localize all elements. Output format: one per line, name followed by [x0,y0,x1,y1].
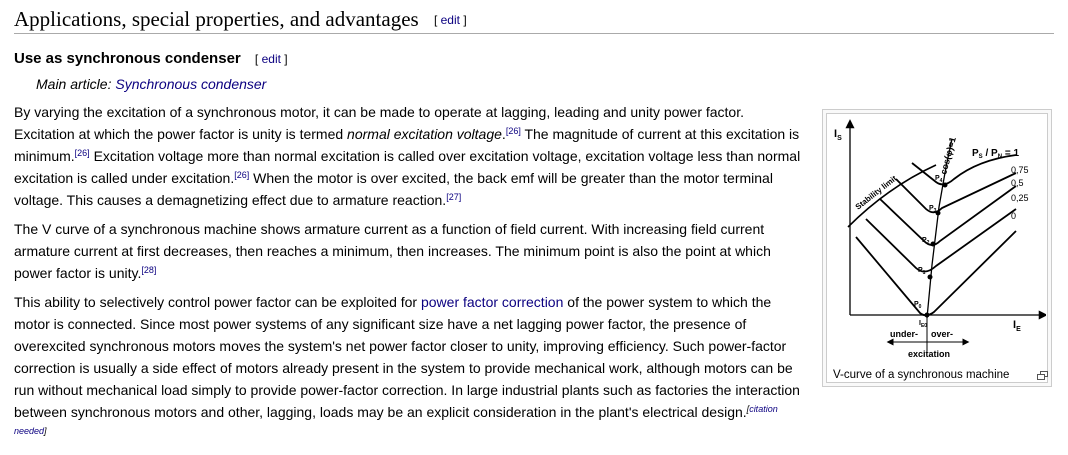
subsection-edit-link-wrapper: [ edit ] [254,52,288,66]
point-label-p3: P3 [929,205,937,214]
section-edit-link[interactable]: edit [440,13,460,27]
p3-text-1: This ability to selectively control powe… [14,294,421,310]
p1-text-1-end: . [501,126,506,142]
point-p3 [935,210,941,216]
p2-text: The V curve of a synchronous machine sho… [14,221,771,281]
figure-caption: V-curve of a synchronous machine [833,369,1010,381]
point-label-p2: P2 [922,237,930,246]
paragraph-1: By varying the excitation of a synchrono… [14,101,804,211]
point-p2 [930,241,936,247]
section-title: Applications, special properties, and ad… [14,7,419,31]
citation-needed-link[interactable]: citation needed [14,404,778,436]
unity-pf-label: cos(φ)=1 [938,136,958,175]
y-axis-label: IS [834,128,842,142]
citation-link[interactable]: [28] [141,265,157,275]
stability-limit-label: Stability limit [854,174,899,212]
curve-label-05: 0,5 [1011,178,1024,188]
curve-label-075: 0,75 [1011,165,1029,175]
hatnote: Main article: Synchronous condenser [36,75,266,93]
paragraph-2: The V curve of a synchronous machine sho… [14,218,804,284]
unity-pf-line [926,138,953,319]
section-edit-link-wrapper: [ edit ] [433,13,467,27]
excitation-label: excitation [908,349,950,359]
p1-text-1: By varying the excitation of a synchrono… [14,104,744,142]
subsection-title: Use as synchronous condenser [14,50,241,67]
paragraph-3: This ability to selectively control powe… [14,291,804,445]
p1-text-4: When the motor is over excited, the back… [14,170,773,208]
citation-link[interactable]: [26] [74,148,90,158]
point-label-p1: P1 [918,267,926,276]
curve-pn-075 [895,172,1017,214]
p1-text-2: The magnitude of current at this excitat… [14,126,800,164]
point-label-p4: P4 [935,175,943,184]
p3-text-2: of the power system to which the motor i… [14,294,800,420]
figure-thumbnail: IS IE P4 P3 P2 P1 P0 Stability limit cos… [822,109,1052,387]
p1-italic-term: normal excitation voltage [347,126,502,142]
subsection-edit-link[interactable]: edit [261,52,281,66]
section-heading: Applications, special properties, and ad… [14,6,1054,34]
p1-text-3: Excitation voltage more than normal exci… [14,148,801,186]
stability-limit-line [847,164,937,228]
point-label-p0: P0 [914,301,922,310]
v-curve-diagram[interactable]: IS IE P4 P3 P2 P1 P0 Stability limit cos… [828,115,1046,363]
figure-frame: IS IE P4 P3 P2 P1 P0 Stability limit cos… [826,113,1048,383]
hatnote-link[interactable]: Synchronous condenser [115,76,267,92]
power-ratio-label: PS / PN = 1 [972,148,1019,160]
point-p4 [942,182,948,188]
cn-close-bracket: ] [44,426,47,436]
power-factor-correction-link[interactable]: power factor correction [420,294,564,310]
hatnote-prefix: Main article: [36,76,116,92]
citation-link[interactable]: [26] [505,126,521,136]
x-axis-label: IE [1013,319,1021,333]
curve-pn-05 [879,185,1017,246]
over-label: over- [931,329,953,339]
citation-link[interactable]: [26] [234,170,250,180]
citation-link[interactable]: [27] [446,192,462,202]
curve-label-025: 0,25 [1011,193,1029,203]
enlarge-icon[interactable] [1037,367,1048,385]
curve-pn-1 [911,154,1017,186]
cn-open-bracket: [ [746,404,750,414]
subsection-heading: Use as synchronous condenser [ edit ] [14,50,288,68]
curve-pn-025 [865,208,1017,273]
curve-label-0: 0 [1011,211,1016,221]
ie0-label: IE0 [919,320,927,329]
citation-needed: [citation needed] [14,404,778,436]
under-label: under- [890,329,918,339]
point-p1 [927,274,933,280]
